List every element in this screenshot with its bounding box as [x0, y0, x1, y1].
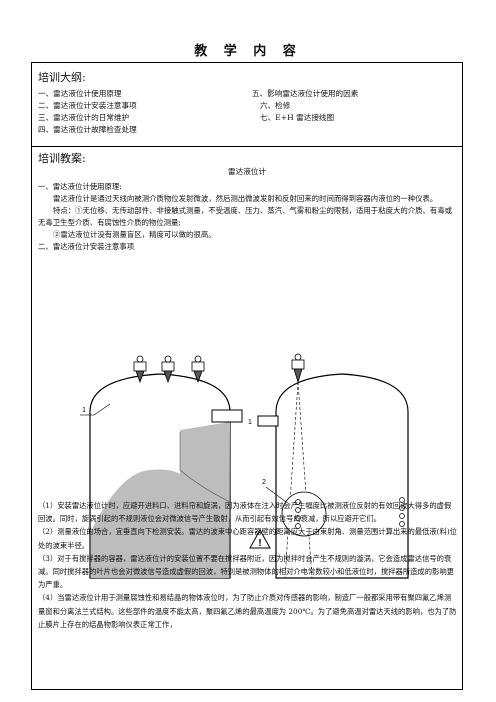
- side-pipe: [257, 415, 279, 427]
- outline-item: 七、E+H 雷达接线图: [260, 113, 335, 122]
- sec1-features: 特点：①无位移、无传动部件、非接触式测量，不受温度、压力、蒸汽、气雾和粉尘的限制…: [38, 206, 453, 227]
- outline-right-column: 五、影响雷达液位计使用的因素 六、检修 七、E+H 雷达接线图: [252, 88, 358, 124]
- outline-item: 三、雷达液位计的日常维护: [38, 113, 130, 122]
- sec2-heading: 二、雷达液位计安装注意事项: [38, 242, 135, 251]
- outline-item: 六、检修: [260, 101, 291, 110]
- plan-section: 培训教案: 雷达液位计 一、雷达液位计使用原理: 雷达液位计是通过天线向被测介质…: [32, 147, 462, 691]
- sec1-paragraph: 雷达液位计是通过天线向被测介质物位发射微波，然后测出微波发射和反射回来的时间而得…: [53, 194, 438, 203]
- outline-item: 五、影响雷达液位计使用的因素: [252, 89, 359, 98]
- note-paragraph: （1）安装雷达液位计时，应避开进料口、进料帘和旋涡，因为液体在注入时会产生幅度比…: [38, 501, 452, 524]
- note-paragraph: （4）当雷达液位计用于测量腐蚀性和易结晶的物体液位时，为了防止介质对传感器的影响…: [38, 593, 457, 629]
- diagram-label: 1: [248, 419, 252, 426]
- note-paragraph: （3）对于有搅拌器的容器，雷达液位计的安装位置不要在搅拌器附近，因为搅拌时会产生…: [38, 553, 454, 590]
- diagram-label: 2: [262, 479, 266, 486]
- plan-text: 一、雷达液位计使用原理: 雷达液位计是通过天线向被测介质物位发射微波，然后测出微…: [38, 181, 456, 253]
- left-liquid: [90, 422, 230, 578]
- outline-heading: 培训大纲:: [38, 71, 86, 84]
- radar-sensor: [161, 355, 175, 384]
- content-table: 培训大纲: 一、雷达液位计使用原理 二、雷达液位计安装注意事项 三、雷达液位计的…: [31, 62, 463, 690]
- warning-icon: !: [249, 528, 271, 549]
- page-title: 教 学 内 容: [194, 44, 302, 59]
- sec1-features-2: ②雷达液位计没有测量盲区，精度可以做的很高。: [53, 230, 216, 239]
- plan-heading: 培训教案:: [38, 152, 86, 165]
- right-tank: [275, 373, 409, 579]
- outline-item: 二、雷达液位计安装注意事项: [38, 101, 137, 110]
- outline-item: 一、雷达液位计使用原理: [38, 89, 122, 98]
- radar-sensor: [291, 353, 305, 384]
- installation-diagram: 2 3 4 1 1: [80, 353, 409, 579]
- outline-section: 培训大纲: 一、雷达液位计使用原理 二、雷达液位计安装注意事项 三、雷达液位计的…: [32, 63, 462, 147]
- outline-left-column: 一、雷达液位计使用原理 二、雷达液位计安装注意事项 三、雷达液位计的日常维护 四…: [38, 88, 137, 136]
- radar-beam: [284, 381, 313, 579]
- installation-notes: （1）安装雷达液位计时，应避开进料口、进料帘和旋涡，因为液体在注入时会产生幅度比…: [38, 499, 458, 631]
- detail-circle: [281, 491, 327, 537]
- note-paragraph: （2）测量液位的场合，宜垂直向下检测安装。雷达的波束中心距容器壁的距离应大于由束…: [38, 527, 457, 550]
- radar-sensor: [133, 355, 147, 384]
- inlet-pipe: [211, 409, 243, 423]
- left-tank: [89, 373, 231, 579]
- radar-sensor: [191, 355, 205, 384]
- sec1-heading: 一、雷达液位计使用原理:: [38, 182, 122, 191]
- plan-center-title: 雷达液位计: [228, 167, 266, 176]
- svg-text:!: !: [258, 538, 261, 549]
- outline-item: 四、雷达液位计故障检查处理: [38, 125, 137, 134]
- wall-deposits: [399, 497, 405, 527]
- diagram-label: 1: [82, 407, 86, 414]
